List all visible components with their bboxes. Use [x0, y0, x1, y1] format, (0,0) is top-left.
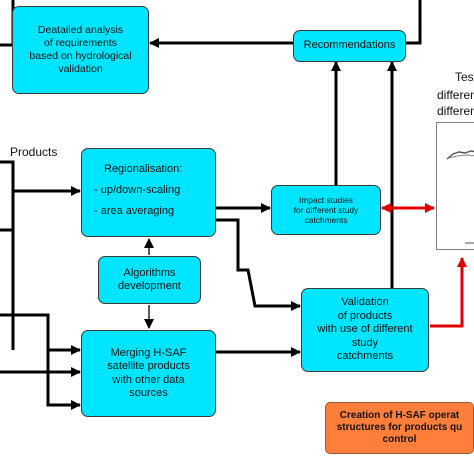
- algorithms-line: Algorithms: [123, 266, 176, 279]
- recommendations-right-line: [406, 0, 422, 45]
- arrow-to-merging-1: [13, 313, 81, 355]
- analysis-line: Deatailed analysis: [37, 24, 124, 37]
- test-label: differen: [437, 104, 474, 118]
- red-arrow-validation-test: [430, 257, 467, 328]
- test-label: Tes: [455, 70, 474, 84]
- test-label: differen: [437, 88, 474, 102]
- regionalisation-item: - up/down-scaling: [94, 183, 181, 196]
- validation-line: with use of different: [317, 323, 413, 336]
- merging-box: Merging H-SAF satellite products with ot…: [81, 330, 216, 417]
- analysis-line: validation: [58, 62, 103, 75]
- test-panel-sketch: [446, 150, 474, 244]
- analysis-line: based on hydrological: [29, 50, 132, 62]
- products-label: Products: [10, 145, 58, 159]
- analysis-line: of requirements: [44, 37, 117, 50]
- regionalisation-title: Regionalisation:: [104, 163, 183, 175]
- recommendations-label: Recommendations: [303, 39, 396, 52]
- impact-line: for different study: [293, 204, 359, 215]
- validation-line: Validation: [341, 296, 389, 309]
- left-input-line: [0, 313, 50, 390]
- analysis-box: Deatailed analysis of requirements based…: [12, 6, 149, 94]
- creation-line: control: [382, 434, 417, 445]
- recommendations-box: Recommendations: [293, 30, 406, 62]
- regionalisation-box: Regionalisation: - up/down-scaling - are…: [81, 148, 216, 237]
- impact-studies-box: Impact studies for different study catch…: [271, 185, 381, 235]
- merging-line: Merging H-SAF: [110, 346, 187, 359]
- arrow-regionalisation-to-validation: [216, 218, 301, 311]
- merging-line: with other data: [112, 373, 185, 386]
- validation-line: of products: [337, 309, 393, 322]
- merging-line: satellite products: [107, 360, 190, 373]
- validation-line: catchments: [336, 350, 394, 363]
- algorithms-line: development: [118, 280, 181, 292]
- creation-box: Creation of H-SAF operat structures for …: [325, 402, 474, 454]
- impact-line: Impact studies: [299, 194, 353, 205]
- impact-line: catchments: [304, 215, 348, 226]
- merging-line: sources: [129, 386, 168, 399]
- validation-line: study: [351, 336, 379, 349]
- arrow-to-merging-3: [46, 390, 81, 410]
- algorithms-box: Algorithms development: [98, 256, 201, 304]
- creation-line: Creation of H-SAF operat: [339, 410, 460, 421]
- validation-box: Validation of products with use of diffe…: [301, 288, 429, 372]
- regionalisation-item: - area averaging: [94, 204, 175, 217]
- test-panel: [436, 122, 474, 250]
- left-input-line: [0, 160, 15, 350]
- creation-line: structures for products qu: [336, 422, 463, 433]
